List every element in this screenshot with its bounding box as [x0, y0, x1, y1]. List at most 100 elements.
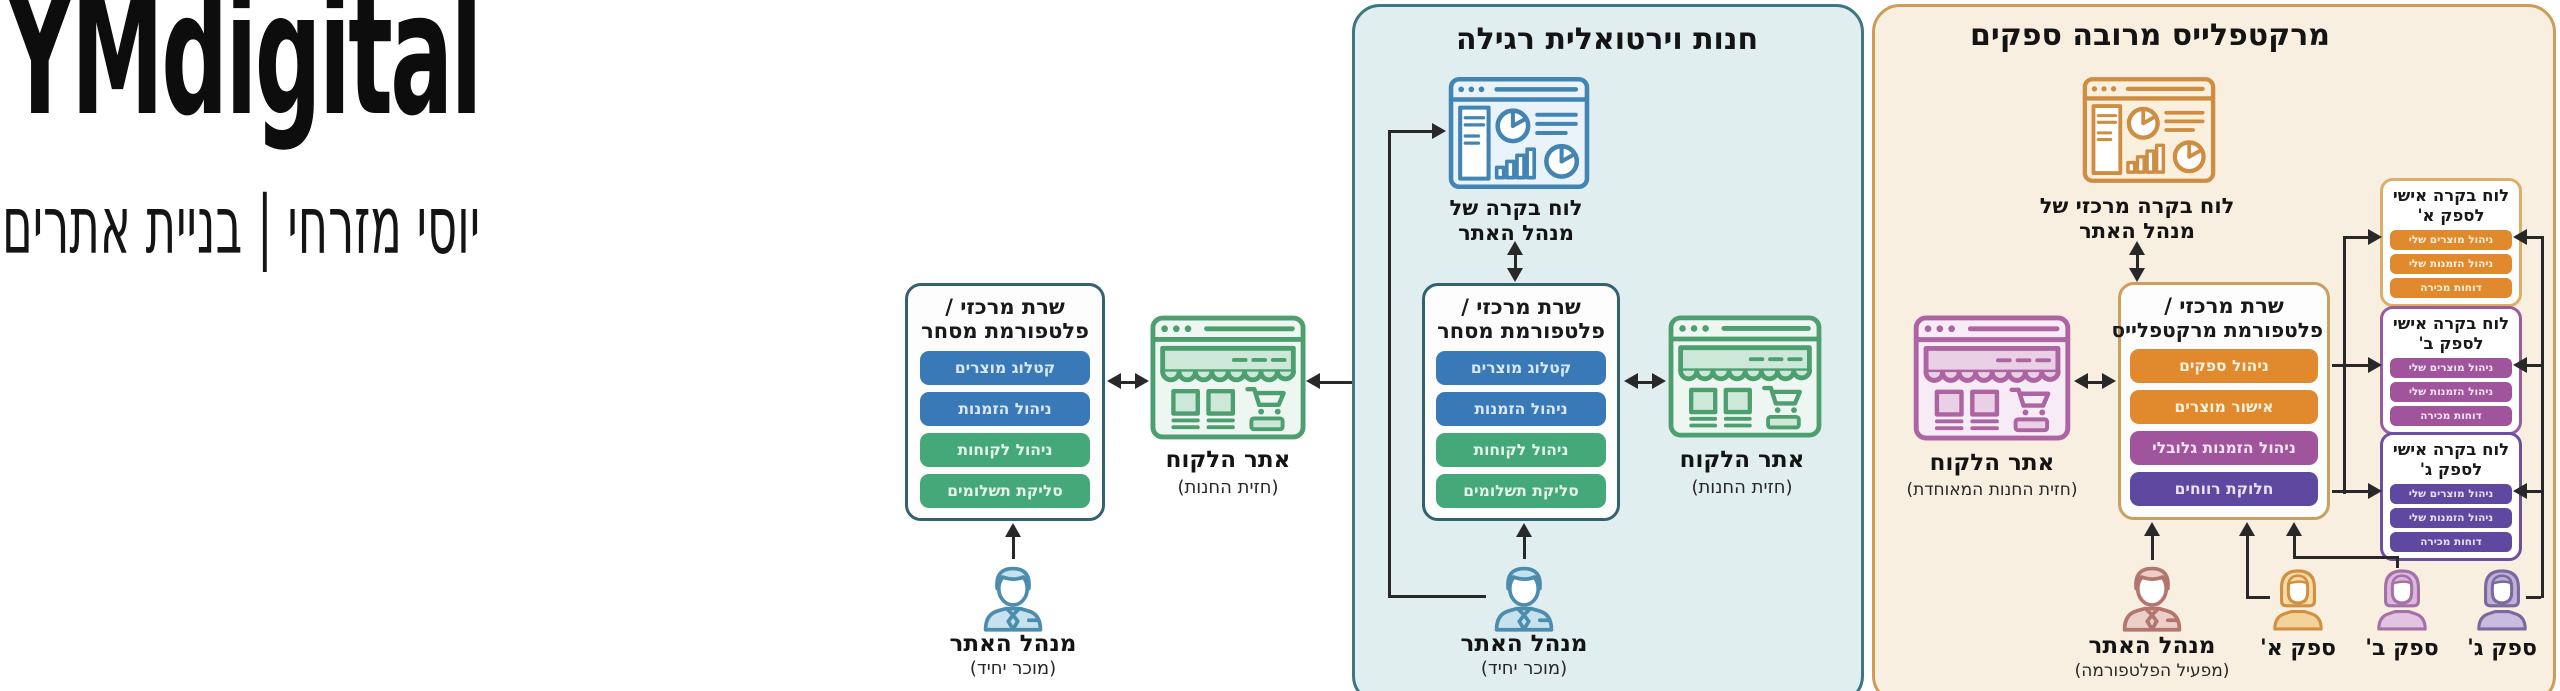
arrow-down-icon [2129, 268, 2145, 282]
storefront-sublabel: (חזית החנות המאוחדת) [1906, 480, 2078, 500]
arrow-right-icon [2368, 229, 2382, 245]
connector-line [2525, 490, 2541, 493]
arrow-left-icon [1306, 373, 1320, 389]
arrow-up-icon [1005, 523, 1021, 537]
connector-line [1523, 535, 1526, 559]
connector-line [2396, 556, 2399, 568]
vendor-c-dashboard-card: לוח בקרה אישי לספק ג' ניהול מוצרים שלי נ… [2380, 432, 2522, 561]
feature-my-products: ניהול מוצרים שלי [2390, 229, 2512, 250]
vendor-b-dashboard-card: לוח בקרה אישי לספק ב' ניהול מוצרים שלי נ… [2380, 306, 2522, 435]
arrow-right-icon [2368, 483, 2382, 499]
brand-tagline: יוסי מזרחי | בניית אתרים [2, 179, 481, 272]
storefront-label: אתר הלקוח [1679, 447, 1805, 473]
connector-line [2246, 534, 2249, 598]
feature-my-products: ניהול מוצרים שלי [2390, 357, 2512, 378]
connector-line [2343, 236, 2372, 239]
admin-dashboard-label: לוח בקרה של מנהל האתר [1449, 196, 1583, 246]
arrow-left-icon [2513, 483, 2527, 499]
storefront-label: אתר הלקוח [1929, 450, 2055, 476]
feature-sales-reports: דוחות מכירה [2390, 531, 2512, 552]
feature-my-products: ניהול מוצרים שלי [2390, 483, 2512, 504]
arrow-left-icon [1107, 373, 1121, 389]
arrow-right-icon [1652, 373, 1666, 389]
platform-operator-icon [2114, 560, 2190, 632]
manager-label: מנהל האתר [1460, 631, 1588, 657]
feature-product-catalog: קטלוג מוצרים [920, 350, 1090, 385]
feature-order-management: ניהול הזמנות [1436, 391, 1606, 426]
arrow-up-icon [1516, 523, 1532, 537]
connector-line [2332, 490, 2372, 493]
operator-label: מנהל האתר [2088, 633, 2216, 659]
site-manager-icon [1486, 560, 1562, 632]
connector-line [1388, 130, 1391, 597]
connector-line [2151, 534, 2154, 560]
connector-line [1514, 252, 1517, 270]
arrow-right-icon [1432, 123, 1446, 139]
connector-line [2293, 534, 2296, 558]
vendor-a-icon [2269, 567, 2327, 631]
manager-sublabel: (מוכר יחיד) [1480, 658, 1568, 679]
arrow-left-icon [2513, 229, 2527, 245]
arrow-up-icon [2129, 241, 2145, 255]
feature-sales-reports: דוחות מכירה [2390, 405, 2512, 426]
storefront-sublabel: (חזית החנות) [1691, 477, 1793, 498]
feature-global-orders: ניהול הזמנות גלובלי [2130, 430, 2318, 465]
operator-sublabel: (מפעיל הפלטפורמה) [2074, 661, 2230, 681]
arrow-up-icon [2239, 522, 2255, 536]
connector-line [2136, 252, 2139, 270]
feature-product-catalog: קטלוג מוצרים [1436, 350, 1606, 385]
feature-customer-management: ניהול לקוחות [1436, 432, 1606, 467]
connector-line [2541, 236, 2544, 598]
regular-store-server-card: שרת מרכזי / פלטפורמת מסחר קטלוג מוצרים נ… [1422, 283, 1620, 521]
arrow-right-icon [2368, 357, 2382, 373]
feature-my-orders: ניהול הזמנות שלי [2390, 253, 2512, 274]
feature-my-orders: ניהול הזמנות שלי [2390, 381, 2512, 402]
arrow-left-icon [2513, 357, 2527, 373]
manager-label: מנהל האתר [949, 631, 1077, 657]
connector-line [2525, 364, 2541, 367]
connector-line [2525, 236, 2541, 239]
arrow-right-icon [2102, 373, 2116, 389]
feature-vendor-management: ניהול ספקים [2130, 348, 2318, 383]
connector-line [2086, 381, 2104, 384]
marketplace-panel-title: מרקטפלייס מרובה ספקים [1970, 18, 2330, 53]
vendor-a-label: ספק א' [2259, 636, 2337, 661]
vendor-a-dashboard-card: לוח בקרה אישי לספק א' ניהול מוצרים שלי נ… [2380, 178, 2522, 307]
regular-store-panel-title: חנות וירטואלית רגילה [1455, 22, 1759, 57]
arrow-up-icon [1507, 241, 1523, 255]
arrow-up-icon [2286, 522, 2302, 536]
connector-line [1390, 130, 1434, 133]
storefront-icon [1150, 315, 1306, 440]
feature-sales-reports: דוחות מכירה [2390, 277, 2512, 298]
arrow-left-icon [2074, 373, 2088, 389]
vendor-b-icon [2373, 567, 2431, 631]
server-card-title: שרת מרכזי / פלטפורמת מסחר [1437, 295, 1605, 343]
connector-line [2246, 596, 2270, 599]
feature-payment-clearing: סליקת תשלומים [920, 473, 1090, 508]
server-card-title: שרת מרכזי / פלטפורמת מרקטפלייס [2111, 294, 2323, 342]
arrow-right-icon [1135, 373, 1149, 389]
connector-line [1119, 381, 1143, 384]
arrow-down-icon [1507, 268, 1523, 282]
storefront-icon [1668, 315, 1822, 438]
central-dashboard-icon [2082, 76, 2216, 184]
connector-line [1318, 381, 1352, 384]
storefront-label: אתר הלקוח [1165, 447, 1291, 473]
server-card-title: שרת מרכזי / פלטפורמת מסחר [921, 295, 1089, 343]
feature-payment-clearing: סליקת תשלומים [1436, 473, 1606, 508]
arrow-up-icon [2144, 522, 2160, 536]
standalone-server-card: שרת מרכזי / פלטפורמת מסחר קטלוג מוצרים נ… [905, 283, 1105, 521]
feature-profit-distribution: חלוקת רווחים [2130, 471, 2318, 506]
connector-line [1012, 535, 1015, 559]
central-dashboard-label: לוח בקרה מרכזי של מנהל האתר [2039, 194, 2235, 244]
feature-order-management: ניהול הזמנות [920, 391, 1090, 426]
feature-customer-management: ניהול לקוחות [920, 432, 1090, 467]
connector-line [1636, 381, 1656, 384]
feature-product-approval: אישור מוצרים [2130, 389, 2318, 424]
storefront-sublabel: (חזית החנות) [1177, 477, 1279, 498]
arrow-left-icon [1624, 373, 1638, 389]
vendor-c-icon [2473, 567, 2531, 631]
unified-storefront-icon [1913, 315, 2071, 441]
manager-sublabel: (מוכר יחיד) [969, 658, 1057, 679]
